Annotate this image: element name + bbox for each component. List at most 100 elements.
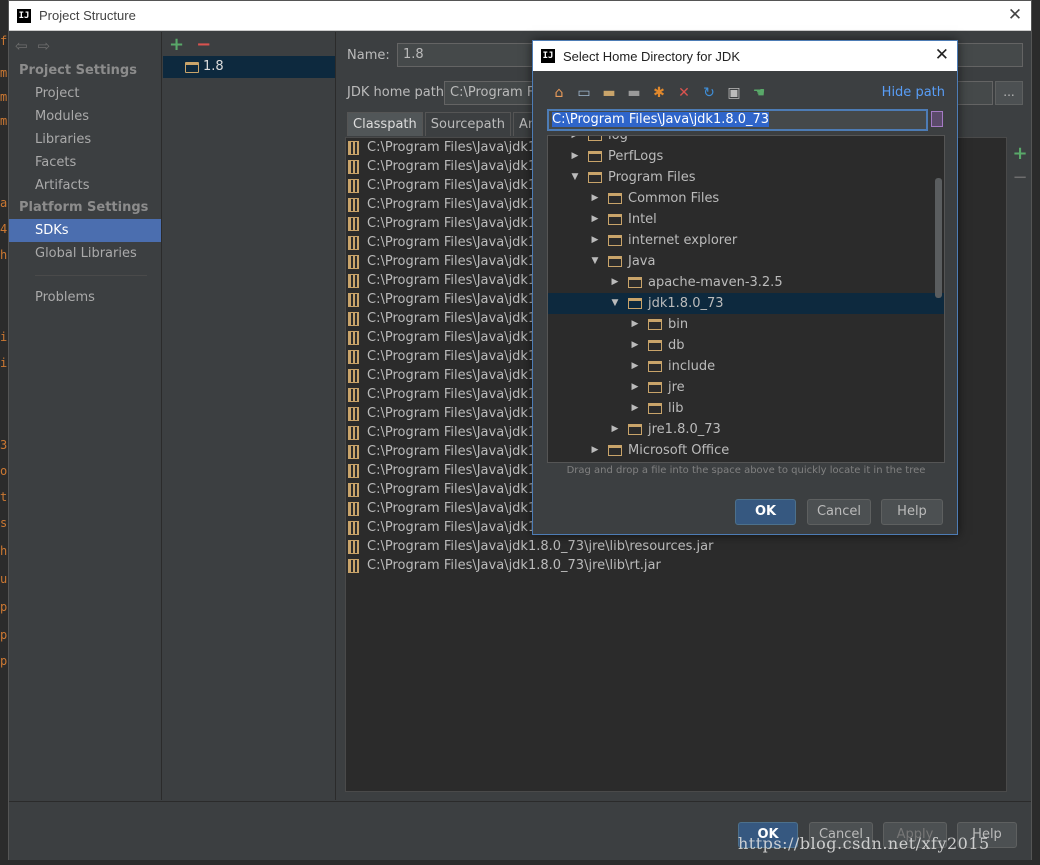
tree-node[interactable]: ▶Intel [548, 209, 944, 230]
show-hidden-icon[interactable]: ▣ [727, 85, 741, 101]
tree-node[interactable]: ▶jre1.8.0_73 [548, 419, 944, 440]
nav-item-problems[interactable]: Problems [35, 290, 95, 305]
path-input[interactable]: C:\Program Files\Java\jdk1.8.0_73 [547, 109, 928, 131]
remove-sdk-icon[interactable]: − [196, 33, 212, 55]
tree-node[interactable]: ▼Java [548, 251, 944, 272]
folder-icon [648, 361, 662, 372]
sdk-list-item[interactable]: 1.8 [163, 56, 335, 78]
collapsed-arrow-icon[interactable]: ▶ [631, 340, 639, 350]
tree-node[interactable]: ▼Program Files [548, 167, 944, 188]
tree-node[interactable]: ▶bin [548, 314, 944, 335]
apply-button[interactable]: Apply [883, 822, 947, 848]
classpath-row[interactable]: C:\Program Files\Java\jdk1.8.0 [346, 233, 1006, 252]
expanded-arrow-icon[interactable]: ▼ [571, 172, 579, 182]
tree-node[interactable]: ▶jre [548, 377, 944, 398]
browse-button[interactable]: ... [995, 81, 1023, 105]
tree-node-label: apache-maven-3.2.5 [648, 275, 783, 290]
collapsed-arrow-icon[interactable]: ▶ [631, 403, 639, 413]
collapsed-arrow-icon[interactable]: ▶ [631, 361, 639, 371]
collapsed-arrow-icon[interactable]: ▶ [591, 193, 599, 203]
tree-node[interactable]: ▶log [548, 135, 944, 146]
classpath-row[interactable]: C:\Program Files\Java\jdk1.8.0 [346, 290, 1006, 309]
tree-node[interactable]: ▶db [548, 335, 944, 356]
classpath-row[interactable]: C:\Program Files\Java\jdk1.8.0 [346, 138, 1006, 157]
tree-node[interactable]: ▶ apache-maven-3.2.5 [548, 272, 944, 293]
tree-node[interactable]: ▶PerfLogs [548, 146, 944, 167]
tree-node[interactable]: ▶Microsoft Office [548, 440, 944, 461]
ok-button[interactable]: OK [738, 822, 798, 848]
tree-node[interactable]: ▶internet explorer [548, 230, 944, 251]
nav-item-project[interactable]: Project [35, 86, 80, 101]
classpath-row[interactable]: C:\Program Files\Java\jdk1.8.0 [346, 328, 1006, 347]
jdk-help-button[interactable]: Help [881, 499, 943, 525]
folder-icon [648, 340, 662, 351]
classpath-row[interactable]: C:\Program Files\Java\jdk1.8.0 [346, 271, 1006, 290]
classpath-row[interactable]: C:\Program Files\Java\jdk1.8.0 [346, 366, 1006, 385]
collapsed-arrow-icon[interactable]: ▶ [591, 445, 599, 455]
nav-item-modules[interactable]: Modules [35, 109, 90, 124]
home-icon[interactable]: ⌂ [554, 85, 564, 101]
forward-arrow-icon[interactable]: ⇨ [37, 37, 51, 55]
nav-item-sdks[interactable]: SDKs [9, 219, 161, 242]
tree-node[interactable]: ▶lib [548, 398, 944, 419]
collapsed-arrow-icon[interactable]: ▶ [591, 214, 599, 224]
classpath-row[interactable]: C:\Program Files\Java\jdk1.8.0 [346, 157, 1006, 176]
jdk-dialog-close-icon[interactable]: ✕ [934, 45, 949, 65]
collapsed-arrow-icon[interactable]: ▶ [611, 424, 619, 434]
add-sdk-icon[interactable]: + [169, 33, 185, 55]
classpath-row[interactable]: C:\Program Files\Java\jdk1.8.0 [346, 347, 1006, 366]
desktop-icon[interactable]: ▭ [577, 85, 591, 101]
classpath-row[interactable]: C:\Program Files\Java\jdk1.8.0 [346, 404, 1006, 423]
collapsed-arrow-icon[interactable]: ▶ [631, 319, 639, 329]
jdk-pointer-icon[interactable]: ☚ [752, 85, 766, 101]
module-folder-icon[interactable]: ▬ [627, 85, 641, 101]
tab-classpath[interactable]: Classpath [347, 112, 423, 136]
classpath-row[interactable]: C:\Program Files\Java\jdk1.8.0_73\jre\li… [346, 537, 1006, 556]
directory-tree[interactable]: ▶log▶PerfLogs▼Program Files▶Common Files… [547, 135, 945, 463]
help-button[interactable]: Help [957, 822, 1017, 848]
classpath-row[interactable]: C:\Program Files\Java\jdk1.8.0 [346, 214, 1006, 233]
collapsed-arrow-icon[interactable]: ▶ [571, 135, 579, 140]
collapsed-arrow-icon[interactable]: ▶ [611, 277, 619, 287]
classpath-row[interactable]: C:\Program Files\Java\jdk1.8.0 [346, 176, 1006, 195]
nav-item-global-libraries[interactable]: Global Libraries [35, 246, 137, 261]
delete-icon[interactable]: ✕ [678, 85, 690, 101]
tree-node[interactable]: ▶include [548, 356, 944, 377]
classpath-row[interactable]: C:\Program Files\Java\jdk1.8.0 [346, 461, 1006, 480]
tree-scrollbar[interactable] [935, 178, 942, 298]
classpath-row[interactable]: C:\Program Files\Java\jdk1.8.0 [346, 385, 1006, 404]
back-arrow-icon[interactable]: ⇦ [15, 37, 28, 55]
classpath-row[interactable]: C:\Program Files\Java\jdk1.8.0 [346, 309, 1006, 328]
nav-item-libraries[interactable]: Libraries [35, 132, 92, 147]
add-classpath-icon[interactable]: + [1012, 143, 1028, 164]
classpath-row[interactable]: C:\Program Files\Java\jdk1.8.0 [346, 480, 1006, 499]
refresh-icon[interactable]: ↻ [703, 85, 715, 101]
expanded-arrow-icon[interactable]: ▼ [611, 298, 619, 308]
classpath-row[interactable]: C:\Program Files\Java\jdk1.8.0 [346, 518, 1006, 537]
classpath-row[interactable]: C:\Program Files\Java\jdk1.8.0 [346, 195, 1006, 214]
classpath-row[interactable]: C:\Program Files\Java\jdk1.8.0 [346, 252, 1006, 271]
hide-path-link[interactable]: Hide path [881, 85, 945, 100]
collapsed-arrow-icon[interactable]: ▶ [591, 235, 599, 245]
classpath-row[interactable]: C:\Program Files\Java\jdk1.8.0 [346, 499, 1006, 518]
classpath-row[interactable]: C:\Program Files\Java\jdk1.8.0 [346, 442, 1006, 461]
tab-sourcepath[interactable]: Sourcepath [424, 112, 511, 136]
tree-node[interactable]: ▼jdk1.8.0_73 [548, 293, 944, 314]
cancel-button[interactable]: Cancel [809, 822, 873, 848]
close-icon[interactable]: ✕ [1007, 5, 1023, 25]
jdk-ok-button[interactable]: OK [735, 499, 796, 525]
classpath-entry-text: C:\Program Files\Java\jdk1.8.0 [367, 197, 562, 212]
classpath-row[interactable]: C:\Program Files\Java\jdk1.8.0_73\jre\li… [346, 556, 1006, 575]
new-folder-icon[interactable]: ✱ [653, 85, 665, 101]
remove-classpath-icon[interactable]: − [1012, 167, 1028, 188]
classpath-row[interactable]: C:\Program Files\Java\jdk1.8.0 [346, 423, 1006, 442]
tree-node[interactable]: ▶Common Files [548, 188, 944, 209]
jdk-cancel-button[interactable]: Cancel [807, 499, 871, 525]
collapsed-arrow-icon[interactable]: ▶ [571, 151, 579, 161]
project-folder-icon[interactable]: ▬ [602, 85, 616, 101]
expanded-arrow-icon[interactable]: ▼ [591, 256, 599, 266]
collapsed-arrow-icon[interactable]: ▶ [631, 382, 639, 392]
clipboard-icon[interactable] [931, 111, 943, 127]
nav-item-artifacts[interactable]: Artifacts [35, 178, 90, 193]
nav-item-facets[interactable]: Facets [35, 155, 77, 170]
